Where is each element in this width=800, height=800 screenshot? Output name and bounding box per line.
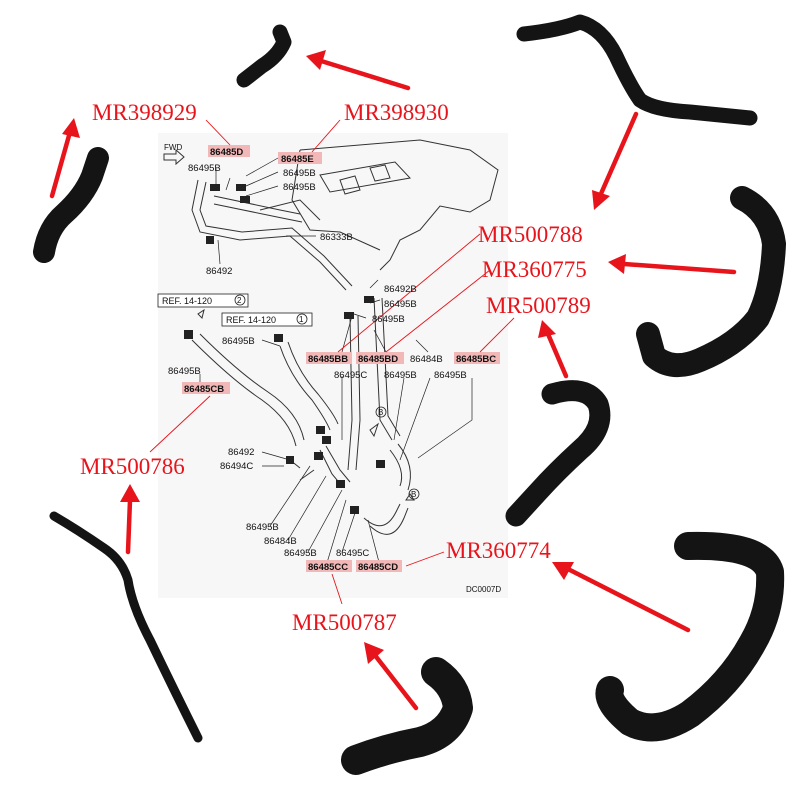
arrow-to-bottom-right-hose [552,562,691,633]
fwd-label: FWD [164,143,182,152]
callout-86495b-e: 86495B [372,314,405,325]
marker-b-2: B [411,490,416,499]
arrow-to-right-large-hose [608,254,737,275]
callout-86485e: 86485E [281,154,314,165]
callout-86495b-b: 86495B [283,168,316,179]
ref-num-2: 2 [237,296,242,305]
callout-86495b-a: 86495B [188,163,221,174]
callout-86492-b: 86492 [228,447,254,458]
hose-photo-top-small [236,24,292,88]
callout-86495b-g: 86495B [168,366,201,377]
arrow-from-top-right-hose [592,111,639,210]
hose-photo-bottom-right [595,531,785,742]
part-number-mr398929: MR398929 [92,100,197,125]
callout-86485bd: 86485BD [358,354,398,365]
callout-86333b: 86333B [320,232,353,243]
hose-photo-top-right [516,14,758,126]
arrow-to-left-long-hose [120,484,140,555]
part-number-mr360775: MR360775 [482,257,587,282]
diagram-panel [158,133,508,598]
callout-86484b-b: 86484B [264,536,297,547]
part-number-mr398930: MR398930 [344,100,449,125]
arrow-to-top-small-hose [306,50,411,91]
callout-86485bb: 86485BB [308,354,348,365]
ref-label-2: REF. 14-120 [162,296,212,306]
callout-86485bc: 86485BC [456,354,496,365]
callout-86495b-f: 86495B [222,336,255,347]
callout-86485d: 86485D [210,147,243,158]
hose-photo-right-large [636,186,786,378]
callout-86495c-a: 86495C [334,370,367,381]
marker-b-1: B [378,408,383,417]
callout-86495b-i: 86495B [434,370,467,381]
callout-86485cb: 86485CB [184,384,224,395]
callout-86495b-h: 86495B [384,370,417,381]
arrow-to-bottom-center-hose [364,642,419,711]
callout-86494c: 86494C [220,461,253,472]
callout-86492: 86492 [206,266,232,277]
drawing-code: DC0007D [466,585,501,594]
callout-86495b-c: 86495B [283,182,316,193]
callout-86485cc: 86485CC [308,562,348,573]
callout-86492b: 86492B [384,284,417,295]
arrow-to-left-top-hose [49,118,80,199]
hose-photo-bottom-center [341,657,473,775]
part-number-mr500788: MR500788 [478,222,583,247]
callout-86485cd: 86485CD [358,562,398,573]
callout-86495c-b: 86495C [336,548,369,559]
part-number-mr500789: MR500789 [486,293,591,318]
part-number-mr500786: MR500786 [80,454,185,479]
callout-86484b-a: 86484B [410,354,443,365]
callout-86495b-d: 86495B [384,299,417,310]
arrow-to-right-middle-hose [538,320,569,379]
callout-86495b-k: 86495B [284,548,317,559]
hose-photo-left-long [49,511,203,743]
callout-86495b-j: 86495B [246,522,279,533]
part-number-mr500787: MR500787 [292,610,397,635]
hose-photo-left-top [33,147,109,263]
ref-label-1: REF. 14-120 [226,315,276,325]
hose-photo-right-middle [505,380,611,527]
ref-num-1: 1 [299,315,304,324]
part-number-mr360774: MR360774 [446,538,551,563]
diagram-lines [163,139,499,567]
